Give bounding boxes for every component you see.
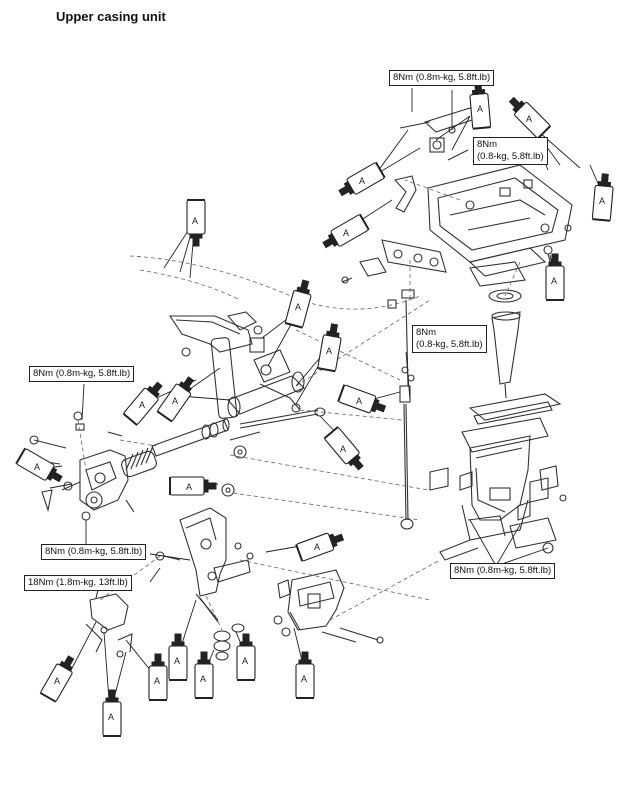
tube-label: A — [172, 396, 178, 406]
tube-label: A — [174, 656, 180, 666]
casing-mounts — [429, 465, 567, 554]
tube-label: A — [314, 542, 320, 552]
thrust-bracket — [273, 569, 384, 644]
tube-label: A — [477, 104, 483, 114]
torque-text: 8Nm (0.8m-kg, 5.8ft.lb) — [454, 565, 552, 576]
grease-tube — [337, 383, 389, 419]
bottom-cowling — [427, 164, 573, 277]
torque-text: 8Nm (0.8m-kg, 5.8ft.lb) — [393, 72, 491, 83]
tube-label: A — [242, 656, 248, 666]
torque-value: 8Nm — [416, 327, 437, 338]
torque-callout-center: 8Nm (0.8-kg, 5.8ft.lb) — [412, 325, 487, 353]
torque-value: 8Nm — [477, 139, 498, 150]
torque-text: 8Nm (0.8m-kg, 5.8ft.lb) — [45, 546, 143, 557]
tube-label: A — [359, 176, 365, 186]
torque-detail: (0.8-kg, 5.8ft.lb) — [416, 339, 483, 350]
tube-label: A — [108, 712, 114, 722]
torque-callout-top-right: 8Nm (0.8m-kg, 5.8ft.lb) — [389, 70, 495, 86]
grease-tube — [15, 447, 67, 488]
tube-label: A — [326, 346, 332, 356]
tube-label: A — [301, 674, 307, 684]
torque-callout-bottom-right: 8Nm (0.8m-kg, 5.8ft.lb) — [450, 563, 556, 579]
torque-callout-mid-right: 8Nm (0.8-kg, 5.8ft.lb) — [473, 137, 548, 165]
tilt-shaft — [121, 407, 326, 497]
tube-label: A — [200, 674, 206, 684]
tube-label: A — [599, 196, 605, 206]
left-clamp-bracket — [19, 411, 135, 521]
tube-label: A — [295, 302, 301, 312]
upper-casing — [439, 435, 531, 561]
tube-label: A — [356, 396, 362, 406]
shift-rod — [399, 299, 415, 530]
tube-label: A — [34, 462, 40, 472]
tube-label: A — [139, 400, 145, 410]
terminal-plate — [341, 239, 447, 309]
page-title: Upper casing unit — [56, 9, 166, 24]
stern-bracket — [155, 507, 254, 623]
torque-callout-left-bottom: 18Nm (1.8m-kg, 13ft.lb) — [24, 575, 132, 591]
torque-detail: (0.8-kg, 5.8ft.lb) — [477, 151, 544, 162]
tube-label: A — [192, 216, 198, 226]
tube-label: A — [343, 228, 349, 238]
torque-callout-left-lower: 8Nm (0.8m-kg, 5.8ft.lb) — [41, 544, 147, 560]
leader-lines — [34, 88, 604, 715]
tube-label: A — [154, 676, 160, 686]
torque-text: 8Nm (0.8m-kg, 5.8ft.lb) — [33, 368, 131, 379]
tube-label: A — [526, 114, 532, 124]
tilt-lock-parts — [195, 593, 245, 661]
gasket — [469, 224, 572, 287]
steering-handle — [168, 311, 265, 419]
swivel-bracket — [181, 347, 305, 418]
tube-label: A — [186, 482, 192, 492]
grease-tube — [169, 476, 217, 496]
tube-label: A — [54, 676, 60, 686]
grease-tube — [295, 527, 347, 563]
tube-label: A — [551, 276, 557, 286]
tube-labels: A A A A A A A A A A A A A A A A A A A A … — [34, 104, 605, 722]
torque-callout-left-upper: 8Nm (0.8m-kg, 5.8ft.lb) — [29, 366, 135, 382]
tube-label: A — [340, 444, 346, 454]
drive-shaft-housing — [461, 289, 562, 453]
torque-text: 18Nm (1.8m-kg, 13ft.lb) — [28, 577, 128, 588]
